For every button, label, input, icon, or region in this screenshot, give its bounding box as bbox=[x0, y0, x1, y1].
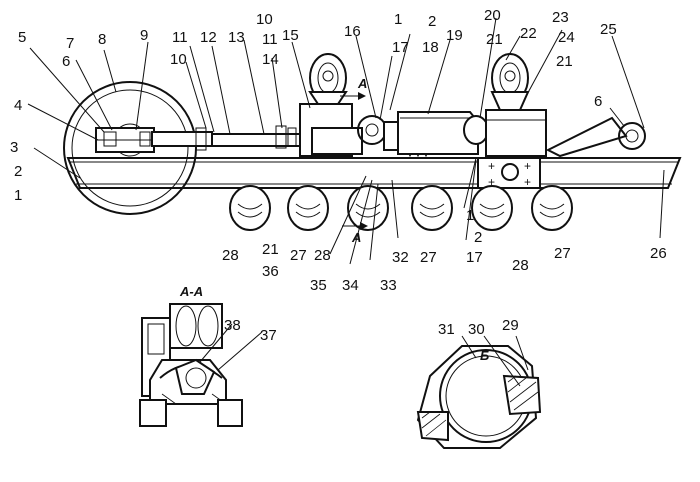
label-32: 32 bbox=[392, 249, 409, 266]
rear-bearing-block bbox=[95, 127, 155, 153]
right-motor bbox=[463, 109, 547, 157]
label-2c: 2 bbox=[474, 229, 482, 246]
label-28c: 28 bbox=[222, 247, 239, 264]
svg-text:+: + bbox=[524, 159, 531, 173]
label-1c: 1 bbox=[466, 207, 474, 224]
label-21b: 21 bbox=[556, 53, 573, 70]
label-27b: 27 bbox=[420, 249, 437, 266]
label-5: 5 bbox=[18, 29, 26, 46]
top-pulley-left bbox=[308, 53, 348, 105]
section-title-A-A: A-A bbox=[179, 284, 203, 299]
label-36: 36 bbox=[262, 263, 279, 280]
label-13: 13 bbox=[228, 29, 245, 46]
main-frame bbox=[66, 157, 682, 189]
label-29: 29 bbox=[502, 317, 519, 334]
label-11: 11 bbox=[172, 29, 188, 46]
label-3: 3 bbox=[10, 139, 18, 156]
label-21c: 21 bbox=[262, 241, 279, 258]
support-rollers bbox=[229, 185, 573, 231]
label-1b: 1 bbox=[394, 11, 402, 28]
svg-text:+: + bbox=[488, 175, 495, 189]
label-37: 37 bbox=[260, 327, 277, 344]
label-10b: 10 bbox=[256, 11, 273, 28]
label-18: 18 bbox=[422, 39, 439, 56]
label-19: 19 bbox=[446, 27, 463, 44]
label-25: 25 bbox=[600, 21, 617, 38]
label-8: 8 bbox=[98, 31, 106, 48]
label-7: 7 bbox=[66, 35, 74, 52]
label-22: 22 bbox=[520, 25, 537, 42]
under-frame-box: + + + + bbox=[477, 157, 541, 189]
label-26: 26 bbox=[650, 245, 667, 262]
section-mark-A-top: A bbox=[357, 76, 367, 91]
top-pulley-right bbox=[490, 53, 530, 111]
gearbox bbox=[299, 103, 437, 158]
section-mark-A-bottom: A bbox=[351, 230, 361, 245]
label-27c: 27 bbox=[290, 247, 307, 264]
label-33: 33 bbox=[380, 277, 397, 294]
label-24: 24 bbox=[558, 29, 575, 46]
label-34: 34 bbox=[342, 277, 359, 294]
label-27a: 27 bbox=[554, 245, 571, 262]
detail-mark-B: Б bbox=[480, 348, 489, 363]
label-30: 30 bbox=[468, 321, 485, 338]
label-38: 38 bbox=[224, 317, 241, 334]
label-14: 14 bbox=[262, 51, 279, 68]
label-6b: 6 bbox=[594, 93, 602, 110]
label-31: 31 bbox=[438, 321, 455, 338]
label-16: 16 bbox=[344, 23, 361, 40]
label-1: 1 bbox=[14, 187, 22, 204]
label-20: 20 bbox=[484, 7, 501, 24]
label-28b: 28 bbox=[314, 247, 331, 264]
label-35: 35 bbox=[310, 277, 327, 294]
callout-labels: 1 2 3 4 5 6 7 8 9 10 11 12 13 10 11 14 1… bbox=[10, 7, 667, 363]
leader-lines bbox=[27, 17, 665, 265]
label-17: 17 bbox=[392, 39, 409, 56]
label-17b: 17 bbox=[466, 249, 483, 266]
label-23: 23 bbox=[552, 9, 569, 26]
label-15: 15 bbox=[282, 27, 299, 44]
label-10: 10 bbox=[170, 51, 187, 68]
svg-text:+: + bbox=[488, 159, 495, 173]
label-9: 9 bbox=[140, 27, 148, 44]
label-11b: 11 bbox=[262, 31, 278, 48]
section-view-A-A bbox=[139, 303, 263, 427]
label-2: 2 bbox=[14, 163, 22, 180]
label-4: 4 bbox=[14, 97, 22, 114]
label-28a: 28 bbox=[512, 257, 529, 274]
section-marks-A bbox=[340, 92, 368, 230]
label-2b: 2 bbox=[428, 13, 436, 30]
right-clamp bbox=[545, 116, 646, 158]
label-6: 6 bbox=[62, 53, 70, 70]
drive-shaft bbox=[151, 125, 305, 151]
detail-view-B bbox=[416, 335, 542, 449]
svg-text:+: + bbox=[524, 175, 531, 189]
label-21: 21 bbox=[486, 31, 503, 48]
label-12: 12 bbox=[200, 29, 217, 46]
